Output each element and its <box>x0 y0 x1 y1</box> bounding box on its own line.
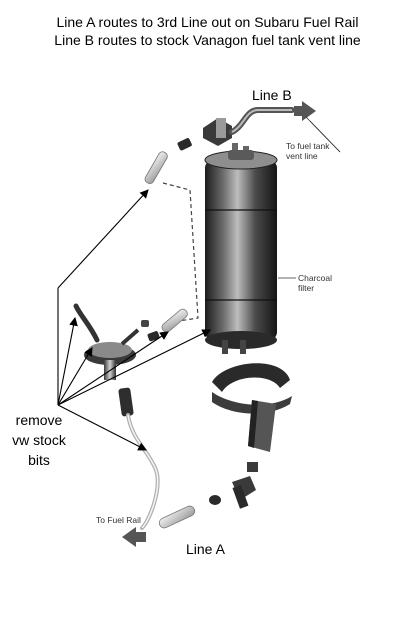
vw-valve <box>73 303 140 380</box>
top-left-hose-stub <box>144 138 192 185</box>
left-arrow-icon <box>122 527 146 547</box>
remove-vw-stock-bits-label: remove vw stock bits <box>6 410 72 470</box>
elbow-fitting-top <box>203 118 232 146</box>
remove-label-line-2: vw stock <box>12 432 66 448</box>
line-a-label: Line A <box>186 541 225 557</box>
dashed-connection <box>162 182 199 323</box>
mounting-bracket <box>212 363 292 452</box>
lower-hose-stub <box>141 308 188 342</box>
line-b-hose <box>229 107 295 135</box>
elbow-fitting-bottom <box>209 462 258 509</box>
title-line-a: Line A routes to 3rd Line out on Subaru … <box>56 14 359 30</box>
to-fuel-tank-label-2: vent line <box>286 151 318 161</box>
line-a-tube <box>158 505 196 529</box>
to-fuel-tank-label-1: To fuel tank <box>286 141 330 151</box>
valve-tube <box>118 387 134 417</box>
right-arrow-icon <box>294 101 316 121</box>
remove-label-line-3: bits <box>28 452 50 468</box>
charcoal-canister <box>204 143 278 354</box>
pointer-arrows <box>57 189 211 451</box>
charcoal-label-1: Charcoal <box>298 273 333 283</box>
title-line-b: Line B routes to stock Vanagon fuel tank… <box>54 32 361 48</box>
line-b-label: Line B <box>252 87 292 103</box>
to-fuel-rail-label: To Fuel Rail <box>96 515 141 525</box>
charcoal-label-2: filter <box>298 283 315 293</box>
remove-label-line-1: remove <box>15 412 63 428</box>
